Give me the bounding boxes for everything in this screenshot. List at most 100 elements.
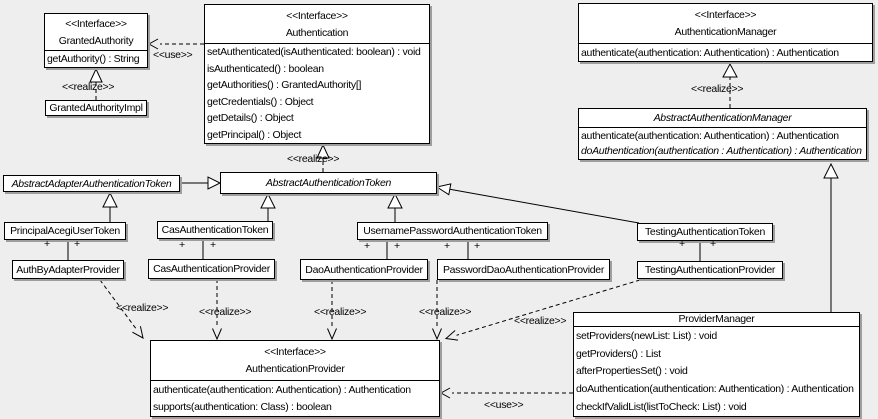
- association-end-marker: +: [74, 238, 80, 250]
- method-row: authenticate(authentication: Authenticat…: [581, 129, 839, 142]
- method-row: isAuthenticated() : boolean: [207, 62, 324, 75]
- method-row: getPrincipal() : Object: [207, 128, 302, 141]
- class-name: UsernamePasswordAuthenticationToken: [363, 225, 542, 237]
- stereotype-label: <<Interface>>: [694, 9, 757, 21]
- class-cas-authentication-provider: CasAuthenticationProvider: [148, 259, 275, 279]
- class-header: <<Interface>> AuthenticationProvider: [151, 341, 439, 381]
- use-label: <<use>>: [484, 399, 524, 411]
- class-dao-authentication-provider: DaoAuthenticationProvider: [300, 259, 428, 280]
- association-lines: [67, 239, 701, 261]
- methods-compartment: authenticate(authentication: Authenticat…: [579, 44, 872, 61]
- stereotype-label: <<Interface>>: [286, 10, 348, 22]
- class-name: CasAuthenticationProvider: [153, 263, 270, 275]
- stereotype-label: <<Interface>>: [264, 346, 326, 358]
- generalization-principal-token-edge: [102, 191, 118, 222]
- class-testing-authentication-provider: TestingAuthenticationProvider: [637, 261, 783, 279]
- class-granted-authority: <<Interface>> GrantedAuthority getAuthor…: [44, 13, 148, 68]
- realize-abstract-authentication-manager-edge: [722, 62, 738, 108]
- association-end-marker: +: [474, 240, 480, 252]
- method-row: afterPropertiesSet() : void: [576, 365, 688, 378]
- class-principal-acegi-user-token: PrincipalAcegiUserToken: [4, 222, 126, 240]
- class-abstract-authentication-token: AbstractAuthenticationToken: [220, 172, 437, 194]
- method-row: checkIfValidList(listToCheck: List) : vo…: [576, 401, 747, 414]
- class-authentication-manager: <<Interface>> AuthenticationManager auth…: [578, 3, 873, 62]
- class-name: AuthenticationManager: [674, 26, 777, 38]
- method-row: setAuthenticated(isAuthenticated: boolea…: [207, 46, 421, 59]
- realize-label: <<realize>>: [419, 306, 472, 318]
- association-end-marker: +: [710, 238, 716, 250]
- generalization-cas-token-edge: [260, 192, 276, 221]
- class-username-password-authentication-token: UsernamePasswordAuthenticationToken: [357, 222, 548, 240]
- generalization-testing-token-edge: [435, 183, 640, 224]
- class-name: AuthenticationProvider: [245, 363, 345, 375]
- realize-label: <<realize>>: [314, 306, 367, 318]
- association-end-marker: +: [364, 240, 370, 252]
- method-row: supports(authentication: Class) : boolea…: [153, 401, 332, 414]
- realize-label: <<realize>>: [287, 153, 340, 165]
- class-cas-authentication-token: CasAuthenticationToken: [157, 221, 273, 239]
- association-end-marker: +: [44, 238, 50, 250]
- association-end-marker: +: [394, 240, 400, 252]
- use-authentication-grantedauthority-edge: [147, 38, 204, 50]
- class-name: PrincipalAcegiUserToken: [10, 225, 120, 237]
- class-name: DaoAuthenticationProvider: [305, 263, 423, 276]
- methods-compartment: getAuthority() : String: [45, 51, 147, 67]
- association-end-marker: +: [444, 240, 450, 252]
- class-password-dao-authentication-provider: PasswordDaoAuthenticationProvider: [437, 259, 610, 280]
- method-row: getAuthority() : String: [47, 53, 140, 65]
- realize-casprovider-edge: [212, 279, 222, 341]
- use-providermanager-authenticationprovider-edge: [439, 387, 573, 399]
- class-abstract-authentication-manager: AbstractAuthenticationManager authentica…: [578, 108, 867, 160]
- realize-daoprovider-edge: [327, 280, 337, 341]
- methods-compartment: setProviders(newList: List) : void getPr…: [574, 327, 859, 416]
- method-row: getAuthorities() : GrantedAuthority[]: [207, 79, 362, 92]
- association-end-marker: +: [179, 239, 185, 251]
- realize-testingprovider-edge: [444, 279, 641, 341]
- method-row: authenticate(authentication: Authenticat…: [581, 46, 839, 59]
- class-name: GrantedAuthority: [58, 35, 134, 47]
- stereotype-label: <<Interface>>: [65, 18, 127, 30]
- class-name: TestingAuthenticationToken: [644, 226, 766, 238]
- association-end-marker: +: [210, 239, 216, 251]
- class-granted-authority-impl: GrantedAuthorityImpl: [45, 100, 147, 116]
- method-row: authenticate(authentication: Authenticat…: [153, 383, 411, 396]
- class-auth-by-adapter-provider: AuthByAdapterProvider: [12, 260, 124, 279]
- method-row: getCredentials() : Object: [207, 95, 314, 108]
- class-authentication: <<Interface>> Authentication setAuthenti…: [204, 4, 430, 144]
- methods-compartment: setAuthenticated(isAuthenticated: boolea…: [205, 44, 429, 143]
- realize-label: <<realize>>: [62, 81, 115, 93]
- realize-label: <<realize>>: [116, 302, 169, 314]
- methods-compartment: authenticate(authentication: Authenticat…: [151, 381, 439, 416]
- class-name: CasAuthenticationToken: [161, 224, 269, 236]
- method-row: getProviders() : List: [576, 347, 661, 360]
- realize-passworddaoprovider-edge: [432, 280, 442, 341]
- method-row: doAuthentication(authentication : Authen…: [581, 145, 862, 158]
- class-header: AbstractAuthenticationManager: [579, 109, 866, 128]
- class-name: AbstractAuthenticationToken: [265, 177, 392, 189]
- generalization-adapter-token-edge: [180, 176, 222, 190]
- method-row: doAuthentication(authentication: Authent…: [576, 383, 854, 396]
- class-name: PasswordDaoAuthenticationProvider: [442, 263, 605, 276]
- class-testing-authentication-token: TestingAuthenticationToken: [637, 223, 773, 241]
- use-label: <<use>>: [153, 49, 193, 61]
- class-header: <<Interface>> AuthenticationManager: [579, 4, 872, 44]
- class-header: <<Interface>> GrantedAuthority: [45, 14, 147, 51]
- class-header: <<Interface>> Authentication: [205, 5, 429, 44]
- method-row: setProviders(newList: List) : void: [576, 329, 717, 342]
- realize-label: <<realize>>: [199, 306, 252, 318]
- class-name: AbstractAuthenticationManager: [653, 112, 792, 124]
- realize-label: <<realize>>: [691, 83, 744, 95]
- generalization-providermanager-edge: [823, 162, 839, 312]
- realize-label: <<realize>>: [514, 315, 567, 327]
- methods-compartment: authenticate(authentication: Authenticat…: [579, 128, 866, 159]
- method-row: getDetails() : Object: [207, 112, 294, 125]
- generalization-usernamepassword-token-edge: [387, 192, 403, 222]
- association-end-marker: +: [679, 238, 685, 250]
- class-authentication-provider: <<Interface>> AuthenticationProvider aut…: [150, 340, 440, 417]
- class-provider-manager: ProviderManager setProviders(newList: Li…: [573, 312, 860, 417]
- class-name: ProviderManager: [678, 313, 755, 325]
- class-name: GrantedAuthorityImpl: [49, 102, 143, 114]
- class-name: AuthByAdapterProvider: [16, 263, 120, 276]
